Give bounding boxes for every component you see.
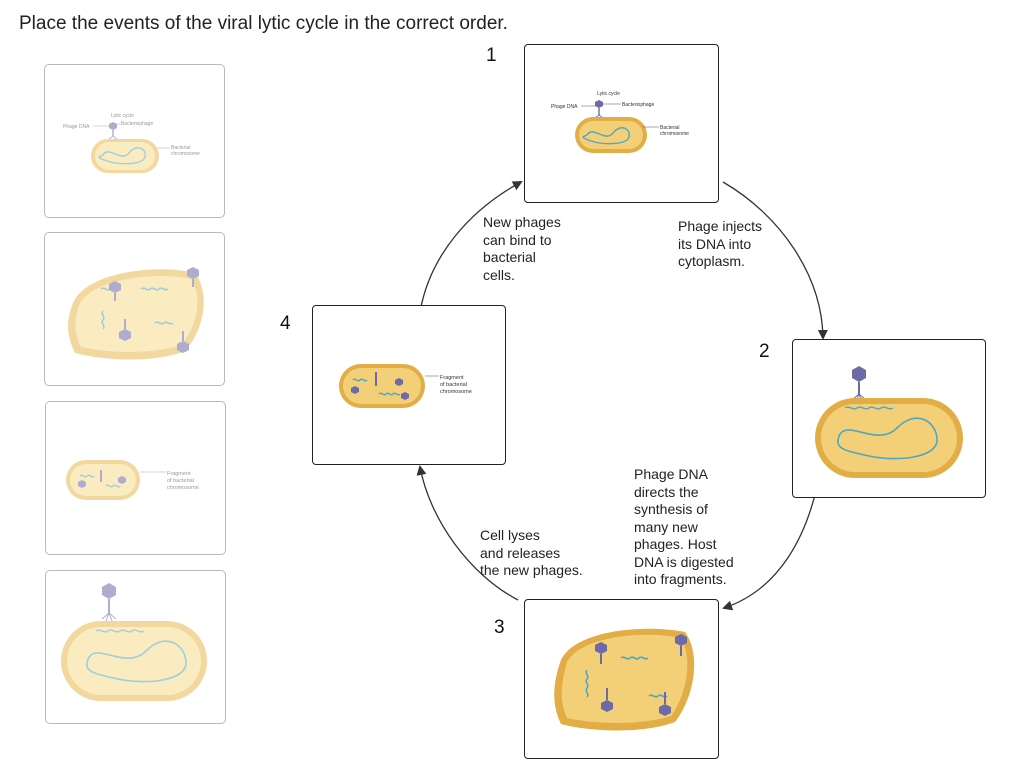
draggable-card-injection[interactable] [45, 570, 226, 724]
fig-fragment-label-3: chromosome [167, 485, 199, 491]
slot1-title-label: Lytic cycle [597, 91, 620, 97]
slot1-chromosome-label-1: Bacterial [660, 125, 679, 131]
slot4-fragment-label-3: chromosome [440, 389, 472, 395]
caption-line: into fragments. [634, 571, 727, 587]
draggable-card-lysis[interactable] [44, 232, 225, 386]
fig-chromosome-label-2: chromosome [171, 151, 200, 157]
bacteriophage-icon [119, 319, 131, 341]
bacteriophage-icon [659, 692, 671, 716]
caption-line: cells. [483, 266, 515, 283]
slot-number-2: 2 [759, 341, 770, 362]
slot-number-4: 4 [280, 313, 291, 334]
drop-slot-3[interactable] [524, 599, 719, 759]
arrow-4-to-1 [419, 181, 523, 313]
caption-line: Cell lyses [480, 527, 540, 543]
arrow-3-to-4 [416, 465, 519, 601]
bacteriophage-icon [851, 366, 867, 403]
draggable-card-fragment[interactable]: Fragment of bacterial chromosome [45, 401, 226, 555]
bacteriophage-icon [109, 281, 121, 301]
slot4-fragment-label-2: of bacterial [440, 382, 467, 388]
fig-fragment-label-1: Fragment [167, 471, 191, 477]
caption-line: its DNA into [678, 235, 752, 252]
caption-phage-dna-directs: Phage DNA directs the synthesis of many … [634, 466, 734, 589]
caption-line: phages. Host [634, 536, 717, 552]
bacteriophage-icon [101, 583, 117, 622]
caption-line: directs the [634, 483, 699, 500]
drop-slot-2[interactable] [792, 339, 986, 498]
slot-3-figure [554, 628, 695, 731]
caption-line: many new [634, 518, 698, 535]
bacteriophage-icon [187, 267, 199, 287]
fig-chromosome-label-1: Bacterial [171, 145, 190, 151]
caption-line: Phage DNA [634, 466, 708, 482]
fig-bacteriophage-label: Bacteriophage [121, 121, 153, 127]
caption-line: synthesis of [634, 501, 708, 517]
slot-number-1: 1 [486, 45, 497, 66]
bacteriophage-icon [108, 122, 118, 140]
slot1-phage-dna-label: Phage DNA [551, 104, 578, 110]
caption-phage-injects: Phage injects its DNA into cytoplasm. [678, 218, 762, 271]
fig-fragment-label-2: of bacterial [167, 478, 194, 484]
bacteriophage-icon [594, 100, 604, 119]
fig-phage-dna-label: Phage DNA [63, 124, 90, 130]
slot-2-figure [815, 366, 963, 478]
card-fragment-figure: Fragment of bacterial chromosome [66, 460, 199, 500]
bacteriophage-icon [177, 331, 189, 353]
caption-line: and releases [480, 544, 561, 561]
slot1-chromosome-label-2: chromosome [660, 131, 689, 137]
caption-line: cytoplasm. [678, 253, 745, 269]
caption-cell-lyses: Cell lyses and releases the new phages. [480, 527, 583, 580]
bacteriophage-icon [595, 642, 607, 664]
card-attachment-figure: Lytic cycle Phage DNA Bacteriophage Bact… [63, 113, 200, 173]
card-injection-figure [61, 583, 207, 701]
drop-slot-4[interactable]: Fragment of bacterial chromosome [312, 305, 506, 465]
caption-line: Phage injects [678, 218, 763, 234]
question-prompt: Place the events of the viral lytic cycl… [19, 13, 508, 34]
bacteriophage-icon [675, 634, 687, 656]
caption-line: DNA is digested [634, 553, 734, 570]
bacteriophage-icon [601, 688, 613, 712]
slot-1-figure: Lytic cycle Phage DNA Bacteriophage Bact… [551, 91, 689, 153]
card-lysis-figure [68, 267, 204, 360]
slot4-fragment-label-1: Fragment [440, 375, 464, 381]
caption-line: bacterial [483, 249, 536, 265]
fig-title-label: Lytic cycle [111, 113, 134, 119]
draggable-card-attachment[interactable]: Lytic cycle Phage DNA Bacteriophage Bact… [44, 64, 225, 218]
caption-line: the new phages. [480, 562, 583, 578]
slot-4-figure: Fragment of bacterial chromosome [339, 364, 472, 408]
arrow-1-to-2 [722, 181, 828, 340]
caption-line: can bind to [483, 231, 552, 248]
slot-number-3: 3 [494, 617, 505, 638]
caption-line: New phages [483, 214, 561, 230]
caption-new-phages-bind: New phages can bind to bacterial cells. [483, 214, 561, 284]
slot1-bacteriophage-label: Bacteriophage [622, 102, 654, 108]
drop-slot-1[interactable]: Lytic cycle Phage DNA Bacteriophage Bact… [524, 44, 719, 203]
